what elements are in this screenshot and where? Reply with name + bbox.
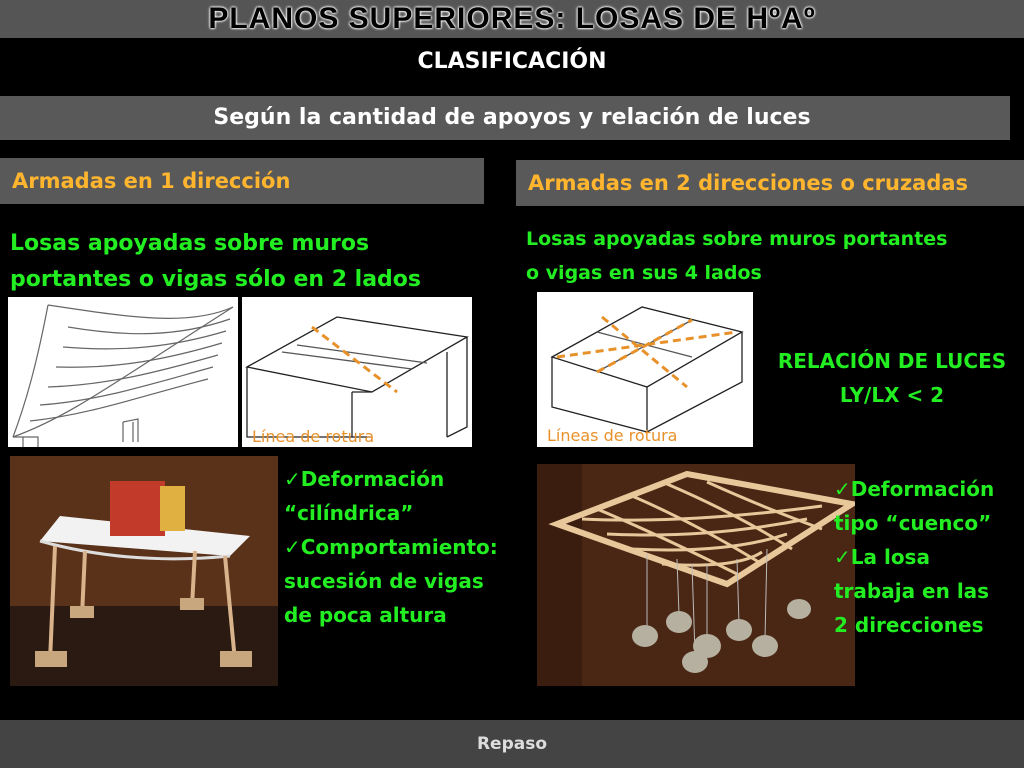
right-bullet-2c: 2 direcciones [834,613,984,637]
right-bullets: ✓Deformación tipo “cuenco” ✓La losa trab… [834,472,994,642]
curved-slab-diagram [8,297,238,447]
title-bar [0,0,1024,38]
relacion-line1: RELACIÓN DE LUCES [777,349,1007,373]
left-desc-line2: portantes o vigas sólo en 2 lados [10,267,422,292]
relacion-luces: RELACIÓN DE LUCES LY/LX < 2 [760,344,1024,412]
one-way-slab-diagram: Línea de rotura [242,297,472,447]
left-bullet-2b: sucesión de vigas [284,569,484,593]
left-description: Losas apoyadas sobre muros portantes o v… [10,226,421,298]
left-header: Armadas en 1 dirección [0,158,484,204]
right-description: Losas apoyadas sobre muros portantes o v… [526,222,947,290]
criteria-band [0,96,1010,140]
right-bullet-1: ✓Deformación [834,477,995,501]
right-header: Armadas en 2 direcciones o cruzadas [516,160,1024,206]
footer-bar [0,720,1024,768]
right-bullet-2: ✓La losa [834,545,930,569]
left-rotura-label: Línea de rotura [252,427,375,446]
one-way-slab-photo [10,456,278,686]
right-bullet-1b: tipo “cuenco” [834,511,992,535]
right-bullet-2b: trabaja en las [834,579,990,603]
right-desc-line2: o vigas en sus 4 lados [526,262,762,284]
two-way-slab-diagram: Líneas de rotura [537,292,753,447]
right-desc-line1: Losas apoyadas sobre muros portantes [526,228,948,250]
left-bullet-2c: de poca altura [284,603,447,627]
left-bullet-1: ✓Deformación [284,467,445,491]
right-rotura-label: Líneas de rotura [547,426,678,445]
left-desc-line1: Losas apoyadas sobre muros [10,231,370,256]
relacion-line2: LY/LX < 2 [839,383,945,407]
slide-title: PLANOS SUPERIORES: LOSAS DE HºAº [208,2,816,35]
slide-subtitle: CLASIFICACIÓN [417,49,607,74]
footer-repaso[interactable]: Repaso [476,734,548,754]
left-bullet-2: ✓Comportamiento: [284,535,498,559]
two-way-slab-photo [537,464,861,686]
left-bullets: ✓Deformación “cilíndrica” ✓Comportamient… [284,462,498,632]
left-bullet-1b: “cilíndrica” [284,501,414,525]
criteria-text: Según la cantidad de apoyos y relación d… [213,105,811,130]
